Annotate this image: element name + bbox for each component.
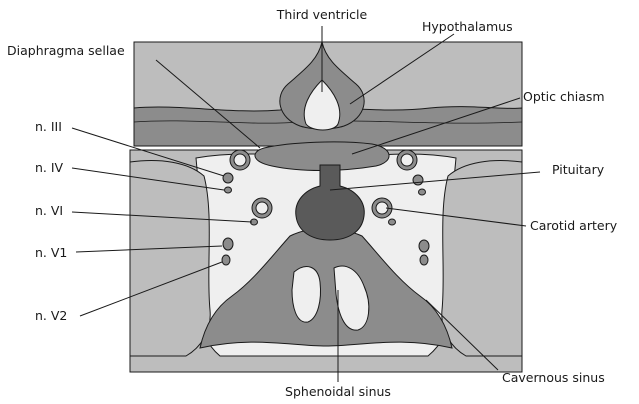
label-optic-chiasm: Optic chiasm xyxy=(523,89,605,104)
label-diaphragma-sellae: Diaphragma sellae xyxy=(7,43,125,58)
label-cavernous-sinus: Cavernous sinus xyxy=(502,370,605,385)
label-pituitary: Pituitary xyxy=(552,162,605,177)
label-sphenoidal-sinus: Sphenoidal sinus xyxy=(285,384,391,399)
label-n-iii: n. III xyxy=(35,119,62,134)
label-third-ventricle: Third ventricle xyxy=(276,7,368,22)
sphenoidal-sinus-left xyxy=(292,267,321,323)
label-n-v1: n. V1 xyxy=(35,245,67,260)
brain-block xyxy=(134,42,522,146)
label-n-v2: n. V2 xyxy=(35,308,67,323)
label-hypothalamus: Hypothalamus xyxy=(422,19,513,34)
label-carotid-artery: Carotid artery xyxy=(530,218,618,233)
label-n-iv: n. IV xyxy=(35,160,64,175)
label-n-vi: n. VI xyxy=(35,203,63,218)
